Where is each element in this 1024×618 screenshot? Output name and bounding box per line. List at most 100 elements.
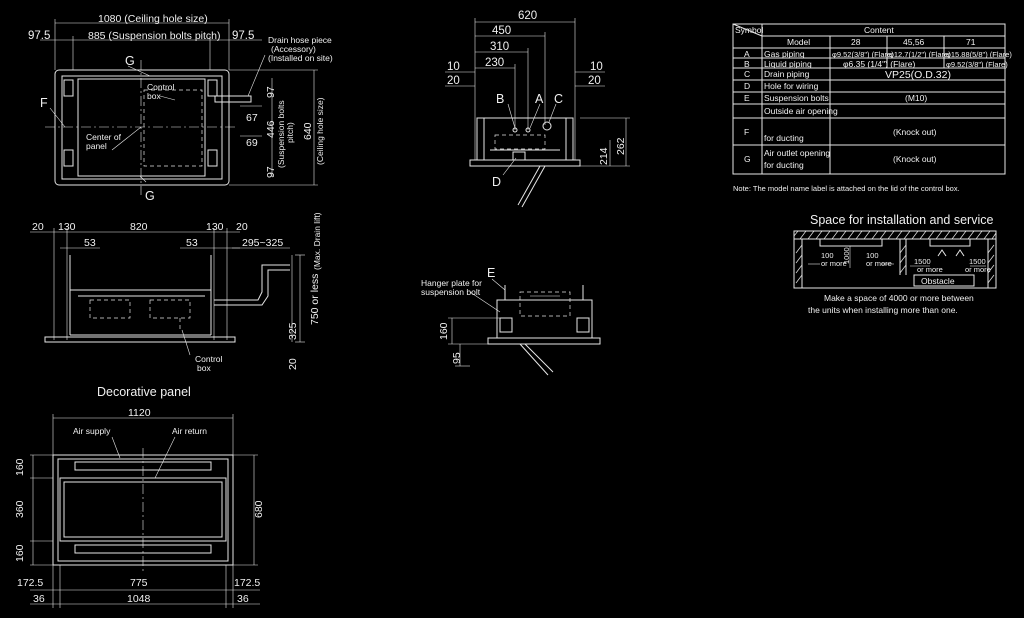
front-view: 20 130 820 130 20 53 53 295~325 325 20 7… — [30, 212, 322, 373]
row-e-span: (M10) — [905, 93, 927, 103]
susp-pitch-label-1: (Suspension bolts — [276, 100, 286, 168]
dim-10b: 10 — [590, 61, 603, 73]
air-return-label: Air return — [172, 426, 207, 436]
hanger-plate-label-2: suspension bolt — [421, 287, 481, 297]
table-model-71: 71 — [966, 37, 976, 47]
dim-160a: 160 — [14, 458, 26, 476]
label-a: A — [535, 92, 544, 106]
panel-view: Decorative panel 1120 Air supply Air ret… — [14, 385, 265, 608]
space-obstacle: Obstacle — [921, 276, 955, 286]
hanger-view: E Hanger plate for suspension bolt 160 9… — [421, 266, 601, 376]
row-b-span: φ6.35 (1/4") (Flare) — [843, 59, 915, 69]
dim-262: 262 — [615, 137, 627, 155]
row-g-span: (Knock out) — [893, 154, 937, 164]
row-a-item: Gas piping — [764, 49, 805, 59]
space-view: Space for installation and service — [793, 213, 997, 315]
front-control-box-label-1: Control — [195, 354, 223, 364]
dim-446: 446 — [265, 120, 277, 138]
air-supply-label: Air supply — [73, 426, 111, 436]
space-1500a: 1500 — [914, 257, 931, 266]
row-b-item: Liquid piping — [764, 59, 812, 69]
row-a-c2: φ12.7(1/2") (Flare) — [889, 50, 951, 59]
dim-160b: 160 — [14, 544, 26, 562]
spec-table: Symbol Content Model 28 45,56 71 A Gas p… — [732, 23, 1012, 193]
dim-1048: 1048 — [127, 593, 151, 605]
dim-left-975: 97.5 — [28, 30, 50, 42]
center-panel-label-2: panel — [86, 141, 107, 151]
dim-67: 67 — [246, 112, 258, 124]
dim-53a: 53 — [84, 237, 96, 249]
dim-97b: 97 — [265, 166, 277, 178]
space-1500b: 1500 — [969, 257, 986, 266]
row-d-sym: D — [744, 81, 750, 91]
dim-20b: 20 — [588, 75, 601, 87]
label-d: D — [492, 175, 501, 189]
dim-310: 310 — [490, 41, 509, 53]
dim-450: 450 — [492, 25, 511, 37]
dim-640: 640 — [302, 122, 314, 140]
space-note-1: Make a space of 4000 or more between — [824, 293, 974, 303]
ceiling-hole-size-label: (Ceiling hole size) — [315, 97, 325, 165]
row-d-item: Hole for wiring — [764, 81, 819, 91]
dim-214: 214 — [598, 147, 610, 165]
dim-680: 680 — [253, 500, 265, 518]
control-box-label-2: box — [147, 91, 161, 101]
hanger-plate-label-1: Hanger plate for — [421, 278, 482, 288]
dim-20c: 20 — [287, 358, 299, 370]
drain-hose-label-1: Drain hose piece — [268, 35, 332, 45]
dim-95: 95 — [451, 352, 463, 364]
dim-ceiling-hole: 1080 (Ceiling hole size) — [98, 13, 208, 25]
row-g-sym: G — [744, 154, 751, 164]
row-c-sym: C — [744, 69, 750, 79]
front-control-box-label-2: box — [197, 363, 211, 373]
dim-620: 620 — [518, 10, 537, 22]
dim-360: 360 — [14, 500, 26, 518]
space-100b: 100 — [866, 251, 879, 260]
dim-10a: 10 — [447, 61, 460, 73]
row-c-span: VP25(O.D.32) — [885, 69, 951, 81]
row-e-sym: E — [744, 93, 750, 103]
dim-130a: 130 — [58, 221, 76, 233]
center-panel-label-1: Center of — [86, 132, 122, 142]
control-box-label-1: Control — [147, 82, 175, 92]
dim-325: 325 — [287, 322, 299, 340]
space-or-more-c: or more — [917, 265, 943, 274]
dim-775: 775 — [130, 577, 148, 589]
dim-172-5-left: 172.5 — [17, 577, 43, 589]
dim-230: 230 — [485, 57, 504, 69]
space-or-more-b: or more — [866, 259, 892, 268]
letter-f: F — [40, 96, 48, 110]
dim-right-975: 97.5 — [232, 30, 254, 42]
dim-295-325: 295~325 — [242, 237, 283, 249]
side-view: 620 450 310 230 10 20 10 20 B A C D — [445, 10, 630, 208]
dim-1120: 1120 — [128, 407, 151, 419]
dim-820: 820 — [130, 221, 148, 233]
dim-36-right: 36 — [237, 593, 249, 605]
dim-160-hanger: 160 — [438, 322, 450, 340]
space-or-more-d: or more — [965, 265, 991, 274]
max-drain-lift-label: (Max. Drain lift) — [312, 212, 322, 270]
dim-69: 69 — [246, 137, 258, 149]
dim-20a: 20 — [32, 221, 44, 233]
letter-g-bottom: G — [145, 189, 155, 203]
top-view: 1080 (Ceiling hole size) 885 (Suspension… — [28, 13, 333, 203]
row-f-span: (Knock out) — [893, 127, 937, 137]
dim-97a: 97 — [265, 86, 277, 98]
dim-20b: 20 — [236, 221, 248, 233]
label-c: C — [554, 92, 563, 106]
row-b-sym: B — [744, 59, 750, 69]
row-c-item: Drain piping — [764, 69, 810, 79]
susp-pitch-label-2: pitch) — [285, 122, 295, 143]
dim-750-or-less: 750 or less — [309, 274, 321, 325]
space-100a: 100 — [821, 251, 834, 260]
row-g-item: Air outlet opening — [764, 148, 830, 158]
label-b: B — [496, 92, 504, 106]
table-model-45-56: 45,56 — [903, 37, 925, 47]
space-1000: 1000 — [842, 247, 851, 264]
row-a-c1: φ9.52(3/8") (Flare) — [832, 50, 894, 59]
row-f-item: Outside air opening — [764, 106, 838, 116]
space-title: Space for installation and service — [810, 213, 993, 227]
table-header-content: Content — [864, 25, 894, 35]
row-g-item2: for ducting — [764, 160, 804, 170]
